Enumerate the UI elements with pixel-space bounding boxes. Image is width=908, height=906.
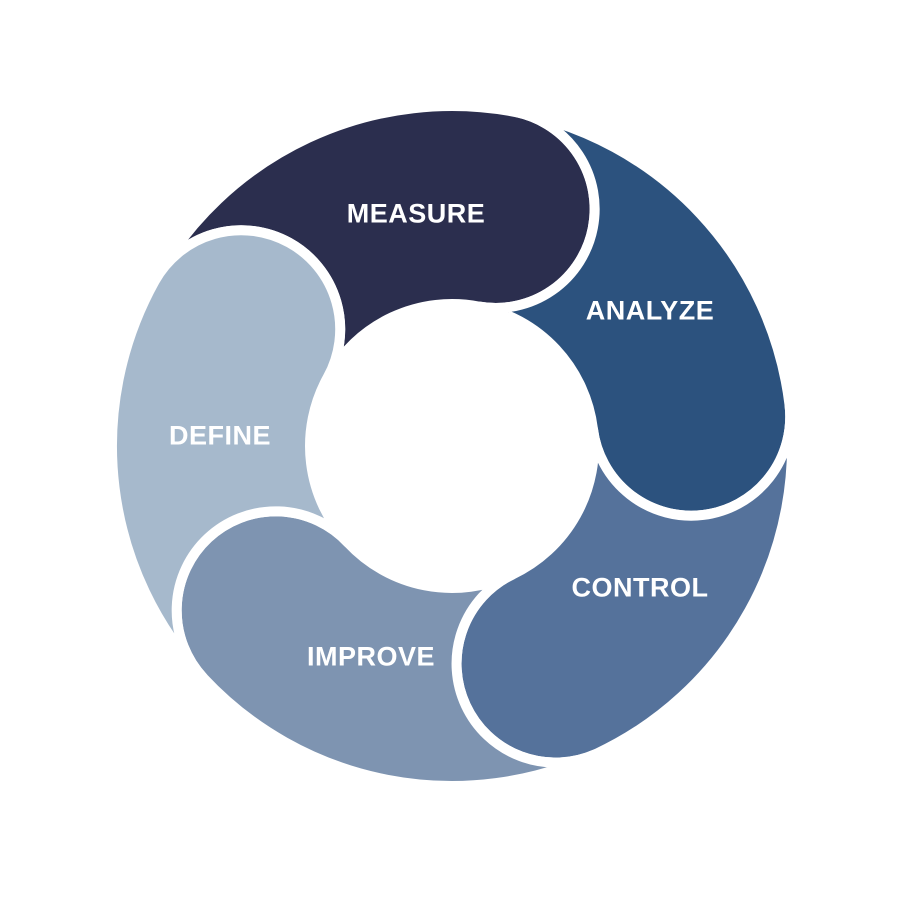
segment-label-control: CONTROL xyxy=(571,572,709,603)
segment-label-analyze: ANALYZE xyxy=(585,295,715,326)
segment-define xyxy=(106,225,354,683)
segment-label-improve: IMPROVE xyxy=(306,641,436,672)
segment-label-measure: MEASURE xyxy=(346,198,486,229)
segment-label-define: DEFINE xyxy=(168,420,272,451)
